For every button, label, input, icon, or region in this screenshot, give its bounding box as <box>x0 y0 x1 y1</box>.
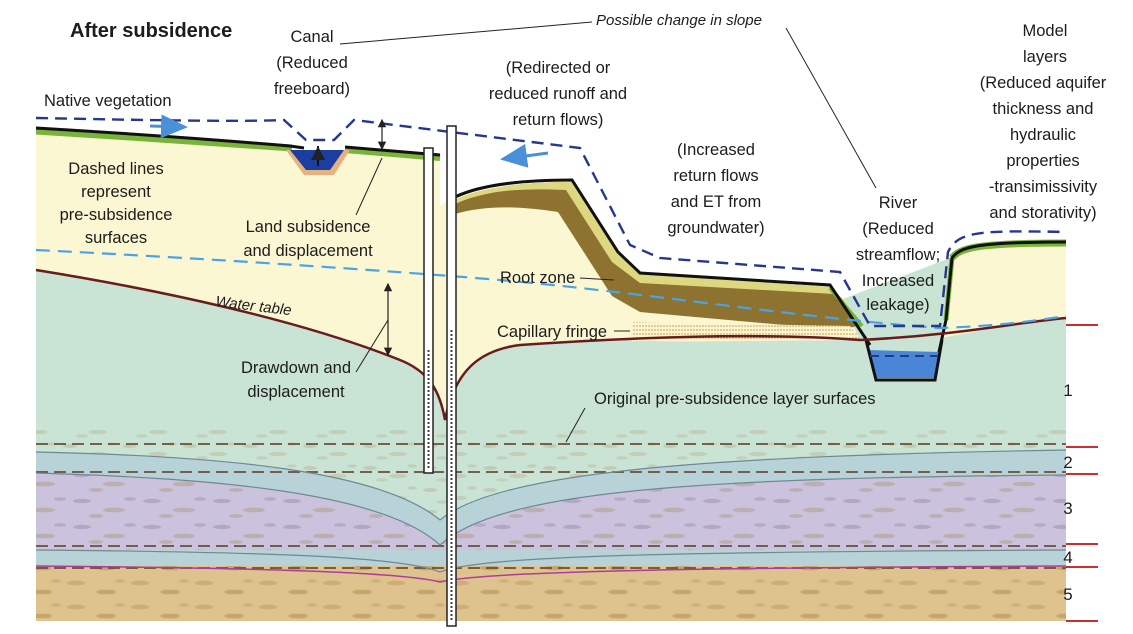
river-label-line: (Reduced <box>862 220 934 238</box>
layer-5-sediment <box>36 566 1066 621</box>
pre-subsidence-land-surface <box>35 116 1067 328</box>
leader-lines <box>339 21 877 443</box>
model-layers-label-line: layers <box>1023 48 1067 66</box>
land-subsidence-label: Land subsidence and displacement <box>243 218 373 260</box>
dashed-lines-note: Dashed lines represent pre-subsidence su… <box>60 160 173 247</box>
layer-number-5: 5 <box>1063 585 1072 604</box>
drawdown-label: Drawdown and displacement <box>241 359 351 401</box>
river <box>864 339 944 382</box>
layer-3-sediment <box>36 473 1066 550</box>
layer-number-3: 3 <box>1063 499 1072 518</box>
model-layers-label-line: properties <box>1006 152 1079 170</box>
model-layers-label-line: hydraulic <box>1010 126 1076 144</box>
water-table-line <box>35 268 1067 421</box>
drawdown-label-line: Drawdown and <box>241 359 351 377</box>
pre-subsidence-water-table <box>35 248 1067 330</box>
increased-return-label-line: and ET from <box>671 193 761 211</box>
slope-change-label: Possible change in slope <box>596 12 762 29</box>
well-casing <box>423 125 457 627</box>
canal <box>286 146 350 175</box>
canal-label-line: (Reduced <box>276 54 348 72</box>
canal-label-line: freeboard) <box>274 80 350 98</box>
redirected-label-line: return flows) <box>513 111 604 129</box>
layer-boundary-ticks <box>1066 324 1098 622</box>
land-subsidence-label-line: Land subsidence <box>246 218 371 236</box>
diagram-title: After subsidence <box>70 20 232 42</box>
root-zone-band <box>455 182 862 330</box>
model-layers-label-line: -transimissivity <box>989 178 1098 196</box>
river-label: River (Reduced streamflow; Increased lea… <box>856 194 940 314</box>
capillary-fringe-label: Capillary fringe <box>497 323 607 341</box>
canal-label: Canal (Reduced freeboard) <box>274 28 350 98</box>
dashed-lines-note-line: surfaces <box>85 229 147 247</box>
dashed-lines-note-line: pre-subsidence <box>60 206 173 224</box>
increased-return-label: (Increased return flows and ET from grou… <box>667 141 764 237</box>
river-label-line: streamflow; <box>856 246 940 264</box>
redirected-label-line: (Redirected or <box>506 59 611 77</box>
layer-number-4: 4 <box>1063 548 1072 567</box>
drawdown-label-line: displacement <box>247 383 345 401</box>
land-subsidence-label-line: and displacement <box>243 242 373 260</box>
layer-number-1: 1 <box>1063 381 1072 400</box>
increased-return-label-line: (Increased <box>677 141 755 159</box>
native-vegetation-label: Native vegetation <box>44 92 172 110</box>
layer-number-2: 2 <box>1063 453 1072 472</box>
model-layers-label-line: Model <box>1023 22 1068 40</box>
model-layers-label-line: (Reduced aquifer <box>980 74 1107 92</box>
layer-1-aquifer <box>36 270 1066 520</box>
river-label-line: leakage) <box>866 296 929 314</box>
original-surfaces-label: Original pre-subsidence layer surfaces <box>594 390 876 408</box>
river-label-line: River <box>879 194 918 212</box>
dashed-lines-note-line: Dashed lines <box>68 160 163 178</box>
model-layers-label-line: and storativity) <box>989 204 1096 222</box>
layer-numbers: 1 2 3 4 5 <box>1063 381 1072 604</box>
river-label-line: Increased <box>862 272 934 290</box>
increased-return-label-line: groundwater) <box>667 219 764 237</box>
flow-arrows <box>149 114 549 168</box>
canal-label-line: Canal <box>290 28 333 46</box>
model-layers-label-line: thickness and <box>993 100 1094 118</box>
model-layers-label: Model layers (Reduced aquifer thickness … <box>980 22 1107 222</box>
dashed-lines-note-line: represent <box>81 183 151 201</box>
redirected-flows-label: (Redirected or reduced runoff and return… <box>489 59 627 129</box>
increased-return-label-line: return flows <box>673 167 758 185</box>
root-zone-label: Root zone <box>500 269 575 287</box>
redirected-label-line: reduced runoff and <box>489 85 627 103</box>
layer-2-confining <box>36 450 1066 545</box>
